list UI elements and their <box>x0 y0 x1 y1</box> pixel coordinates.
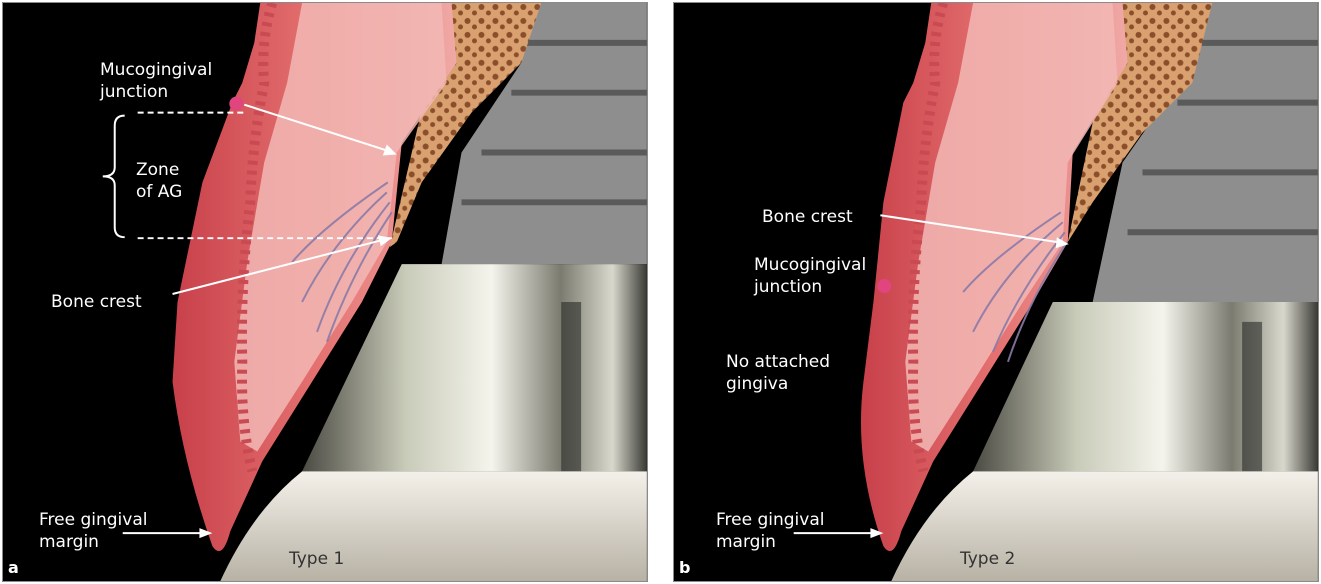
label-zone-of-ag: Zone of AG <box>136 159 182 203</box>
panel-letter: b <box>679 558 690 577</box>
label-mucogingival-junction: Mucogingival junction <box>754 254 866 298</box>
type-label: Type 1 <box>289 549 344 569</box>
label-bone-crest: Bone crest <box>762 206 853 228</box>
label-mucogingival-junction: Mucogingival junction <box>100 59 212 103</box>
label-free-gingival-margin: Free gingival margin <box>39 509 147 553</box>
label-bone-crest: Bone crest <box>51 291 142 313</box>
panel-b: Bone crest Mucogingival junction No atta… <box>673 2 1319 582</box>
panel-letter: a <box>8 558 19 577</box>
label-free-gingival-margin: Free gingival margin <box>716 509 824 553</box>
panel-a: Mucogingival junction Zone of AG Bone cr… <box>2 2 648 582</box>
type-label: Type 2 <box>960 549 1015 569</box>
label-no-attached-gingiva: No attached gingiva <box>726 351 830 395</box>
